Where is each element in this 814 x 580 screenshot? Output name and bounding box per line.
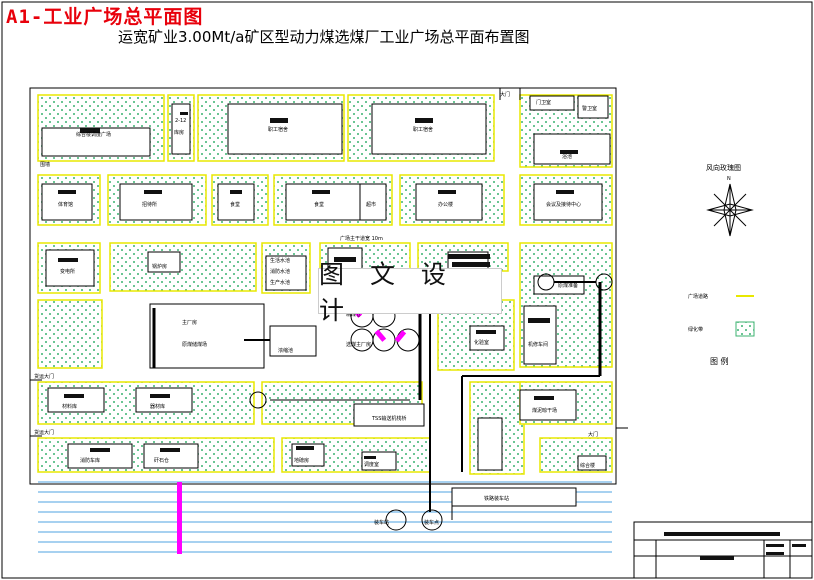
legend-green-swatch: [735, 321, 755, 337]
label-dorm1: 职工宿舍: [268, 126, 288, 133]
label-gate-east: 大门: [588, 431, 598, 438]
label-b13: 库房: [174, 129, 184, 136]
site-boundary: [29, 87, 617, 485]
label-boiler: 锅炉房: [152, 263, 167, 270]
label-store1: 材料库: [62, 403, 77, 410]
rail-marker: [177, 482, 182, 554]
legend: 风向玫瑰图 N 广场道路 绿化带 图 例: [688, 163, 755, 366]
label-dispatch: 调度室: [364, 461, 379, 468]
label-raw-shed: 原煤储煤场: [182, 341, 207, 348]
railway-lines: [38, 481, 612, 553]
gates: [30, 88, 628, 437]
label-wash: 浴池: [562, 153, 572, 160]
label-store2: 器材库: [150, 403, 165, 410]
label-gym: 体育馆: [58, 201, 73, 208]
label-coal-stock: 精煤仓: [346, 311, 361, 318]
label-meeting: 会议及接待中心: [546, 201, 581, 208]
label-pump1: 生活水池: [270, 257, 290, 264]
label-canteen1: 食堂: [230, 201, 240, 208]
label-belt: TSS输送机栈桥: [371, 415, 406, 422]
label-guard: 警卫室: [582, 105, 597, 112]
label-slime: 煤泥晾干场: [532, 407, 557, 414]
label-waste: 矸石仓: [154, 457, 169, 464]
windrose-icon: [706, 183, 754, 237]
windrose-title: 风向玫瑰图: [706, 163, 741, 172]
label-repair: 机修车间: [528, 341, 548, 348]
label-crusher: 原煤准备: [558, 282, 578, 289]
label-thickener: 浓缩池: [278, 347, 293, 354]
label-b12: 2-12: [175, 118, 186, 124]
label-hq: 综合楼调度广场: [76, 131, 111, 138]
roof-bars: [58, 112, 578, 459]
legend-road-label: 广场道路: [688, 293, 708, 300]
label-substation: 变电所: [60, 268, 75, 275]
label-gate-west2: 货运大门: [34, 429, 54, 436]
label-load1: 装车站: [374, 519, 389, 526]
label-shop: 超市: [366, 201, 376, 208]
label-road: 广场主干道宽 10m: [340, 235, 383, 242]
legend-green-label: 绿化带: [688, 326, 703, 333]
label-rail: 铁路装车站: [484, 495, 509, 502]
label-prep: 主厂房: [182, 319, 197, 326]
drawing-tag: A1-工业广场总平面图: [6, 6, 204, 28]
label-side-left: 围墙: [40, 161, 50, 168]
label-load2: 装车点: [424, 519, 439, 526]
label-pump2: 消防水池: [270, 268, 290, 275]
label-gate-north: 大门: [500, 91, 510, 98]
label-main-plant: 选煤主厂房: [346, 341, 371, 348]
label-gate-house: 门卫室: [536, 99, 551, 106]
label-lab: 化验室: [474, 339, 489, 346]
title-block-bars: [664, 532, 806, 560]
label-gate-west1: 货运大门: [34, 373, 54, 380]
labels: 综合楼调度广场 2-12 库房 职工宿舍 职工宿舍 门卫室 警卫室 浴池 体育馆…: [34, 91, 598, 526]
drawing-title: 运宽矿业3.00Mt/a矿区型动力煤选煤厂工业广场总平面布置图: [118, 28, 530, 46]
legend-title: 图 例: [710, 356, 729, 366]
label-office: 办公楼: [438, 201, 453, 208]
label-weigh: 地磅房: [294, 457, 309, 464]
label-canteen2: 食堂: [314, 201, 324, 208]
label-garage: 消防车库: [80, 457, 100, 464]
label-pump3: 生产水池: [270, 279, 290, 286]
label-dorm2: 职工宿舍: [413, 126, 433, 133]
label-mixed: 综合楼: [580, 462, 595, 469]
title-block: [633, 521, 813, 579]
watermark: 图 文 设 计: [318, 260, 502, 325]
north-mark: N: [727, 176, 731, 182]
label-clinic: 招待所: [142, 201, 157, 208]
